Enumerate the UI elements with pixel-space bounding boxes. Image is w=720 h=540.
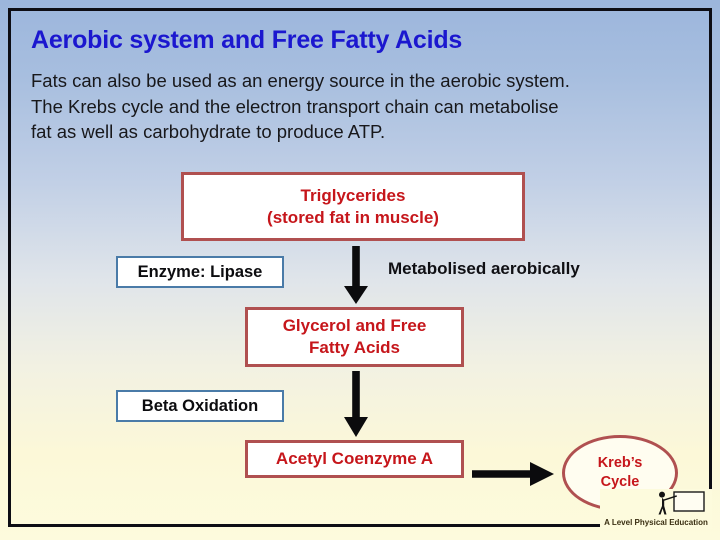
box-beta-oxidation: Beta Oxidation: [116, 390, 284, 422]
page-title: Aerobic system and Free Fatty Acids: [31, 26, 463, 54]
teacher-whiteboard-icon: [658, 491, 705, 515]
box-glycerol-and-free-fatty-acids: Glycerol and Free Fatty Acids: [245, 307, 464, 367]
triglycerides-line-2: (stored fat in muscle): [267, 207, 439, 227]
logo-caption: A Level Physical Education: [604, 518, 708, 527]
krebs-line-2: Cycle: [600, 474, 640, 490]
arrow-down-triglycerides-to-glycerol: [344, 246, 368, 304]
body-line-3: fat as well as carbohydrate to produce A…: [31, 121, 386, 142]
arrow-down-glycerol-to-acetyl-coa: [344, 371, 368, 437]
krebs-line-1: Kreb’s: [597, 455, 643, 471]
box-triglycerides: Triglycerides (stored fat in muscle): [181, 172, 525, 241]
body-line-2: The Krebs cycle and the electron transpo…: [31, 95, 559, 117]
box-enzyme-lipase: Enzyme: Lipase: [116, 256, 284, 288]
logo-a-level-physical-education: A Level Physical Education: [600, 489, 712, 529]
glycerol-line-2: Fatty Acids: [308, 338, 400, 357]
arrow-right-acetyl-coa-to-krebs: [472, 462, 554, 486]
triglycerides-line-1: Triglycerides: [300, 185, 406, 205]
label-metabolised-aerobically: Metabolised aerobically: [388, 259, 580, 278]
body-paragraph: Fats can also be used as an energy sourc…: [31, 68, 691, 145]
glycerol-line-1: Glycerol and Free: [282, 316, 427, 335]
box-acetyl-coenzyme-a: Acetyl Coenzyme A: [245, 440, 464, 478]
body-line-1: Fats can also be used as an energy sourc…: [31, 70, 570, 91]
